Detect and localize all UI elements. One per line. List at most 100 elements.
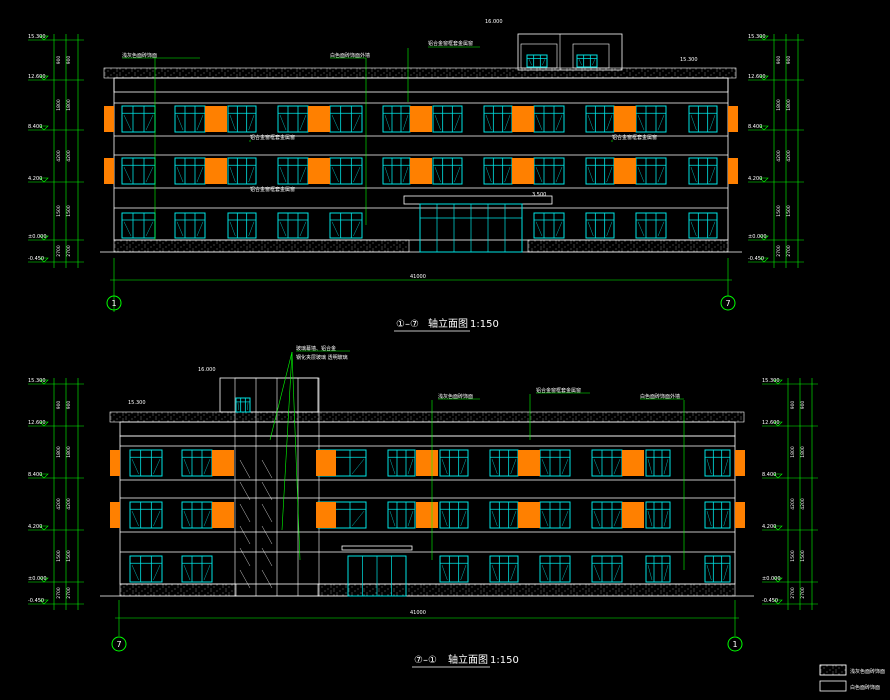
hatch-dot bbox=[194, 68, 196, 70]
hatch-dot bbox=[302, 414, 304, 416]
hatch-dot bbox=[633, 244, 635, 246]
hatch-dot bbox=[666, 248, 668, 250]
hatch-dot bbox=[844, 669, 846, 671]
hatch-dot bbox=[426, 592, 428, 594]
hatch-dot bbox=[336, 594, 338, 596]
hatch-dot bbox=[681, 594, 683, 596]
hatch-dot bbox=[617, 76, 619, 78]
hatch-dot bbox=[386, 76, 388, 78]
hatch-dot bbox=[540, 590, 542, 592]
hatch-dot bbox=[164, 74, 166, 76]
hatch-dot bbox=[366, 592, 368, 594]
hatch-dot bbox=[620, 68, 622, 70]
hatch-dot bbox=[681, 586, 683, 588]
hatch-dot bbox=[189, 250, 191, 252]
hatch-dot bbox=[540, 248, 542, 250]
hatch-dot bbox=[832, 667, 834, 669]
hatch-dot bbox=[209, 74, 211, 76]
hatch-dot bbox=[480, 586, 482, 588]
hatch-dot bbox=[162, 250, 164, 252]
window-frame bbox=[181, 449, 213, 477]
top-window bbox=[635, 157, 667, 185]
hatch-dot bbox=[186, 248, 188, 250]
hatch-dot bbox=[269, 416, 271, 418]
hatch-dot bbox=[113, 72, 115, 74]
hatch-dot bbox=[234, 588, 236, 590]
hatch-dot bbox=[528, 240, 530, 242]
hatch-dot bbox=[470, 412, 472, 414]
hatch-dot bbox=[560, 416, 562, 418]
hatch-dot bbox=[369, 246, 371, 248]
hatch-dot bbox=[488, 420, 490, 422]
hatch-dot bbox=[294, 250, 296, 252]
window-sash bbox=[402, 115, 409, 131]
hatch-dot bbox=[456, 594, 458, 596]
hatch-dot bbox=[272, 414, 274, 416]
hatch-dot bbox=[687, 588, 689, 590]
hatch-dot bbox=[350, 418, 352, 420]
hatch-dot bbox=[516, 592, 518, 594]
hatch-dot bbox=[407, 418, 409, 420]
hatch-dot bbox=[218, 72, 220, 74]
hatch-dot bbox=[734, 416, 736, 418]
segment-value: 4200 bbox=[66, 498, 72, 510]
hatch-dot bbox=[650, 416, 652, 418]
hatch-dot bbox=[321, 586, 323, 588]
hatch-dot bbox=[660, 592, 662, 594]
hatch-dot bbox=[413, 420, 415, 422]
window-sash bbox=[657, 167, 665, 183]
hatch-dot bbox=[545, 416, 547, 418]
hatch-dot bbox=[384, 590, 386, 592]
hatch-dot bbox=[188, 414, 190, 416]
window-frame bbox=[585, 212, 615, 239]
hatch-dot bbox=[416, 76, 418, 78]
hatch-dot bbox=[584, 68, 586, 70]
hatch-dot bbox=[567, 588, 569, 590]
hatch-dot bbox=[243, 244, 245, 246]
hatch-dot bbox=[611, 68, 613, 70]
hatch-dot bbox=[605, 68, 607, 70]
hatch-dot bbox=[191, 412, 193, 414]
hatch-dot bbox=[626, 76, 628, 78]
hatch-dot bbox=[125, 418, 127, 420]
hatch-dot bbox=[327, 248, 329, 250]
hatch-dot bbox=[536, 412, 538, 414]
hatch-dot bbox=[120, 240, 122, 242]
hatch-dot bbox=[567, 250, 569, 252]
hatch-dot bbox=[237, 248, 239, 250]
hatch-dot bbox=[414, 584, 416, 586]
hatch-dot bbox=[191, 68, 193, 70]
hatch-dot bbox=[185, 416, 187, 418]
hatch-dot bbox=[551, 412, 553, 414]
hatch-dot bbox=[518, 420, 520, 422]
hatch-dot bbox=[314, 72, 316, 74]
hatch-dot bbox=[594, 584, 596, 586]
hatch-dot bbox=[581, 76, 583, 78]
hatch-dot bbox=[216, 242, 218, 244]
level-mark bbox=[773, 473, 783, 479]
hatch-dot bbox=[396, 246, 398, 248]
hatch-dot bbox=[605, 416, 607, 418]
hatch-dot bbox=[119, 72, 121, 74]
hatch-dot bbox=[305, 74, 307, 76]
hatch-dot bbox=[620, 74, 622, 76]
hatch-dot bbox=[195, 594, 197, 596]
hatch-dot bbox=[572, 414, 574, 416]
window-sash bbox=[248, 167, 255, 183]
hatch-dot bbox=[126, 590, 128, 592]
hatch-dot bbox=[147, 584, 149, 586]
bottom-left-level-column: 15.30012.6008.4004.200±0.000-0.450900900… bbox=[28, 378, 84, 610]
hatch-dot bbox=[510, 590, 512, 592]
hatch-dot bbox=[546, 586, 548, 588]
hatch-dot bbox=[573, 590, 575, 592]
hatch-dot bbox=[189, 240, 191, 242]
hatch-dot bbox=[281, 418, 283, 420]
hatch-dot bbox=[233, 72, 235, 74]
hatch-dot bbox=[714, 240, 716, 242]
hatch-dot bbox=[498, 590, 500, 592]
top-roof-level: 16.000 bbox=[485, 19, 503, 25]
hatch-dot bbox=[585, 590, 587, 592]
hatch-dot bbox=[621, 592, 623, 594]
window-sash bbox=[407, 459, 414, 475]
hatch-dot bbox=[150, 240, 152, 242]
